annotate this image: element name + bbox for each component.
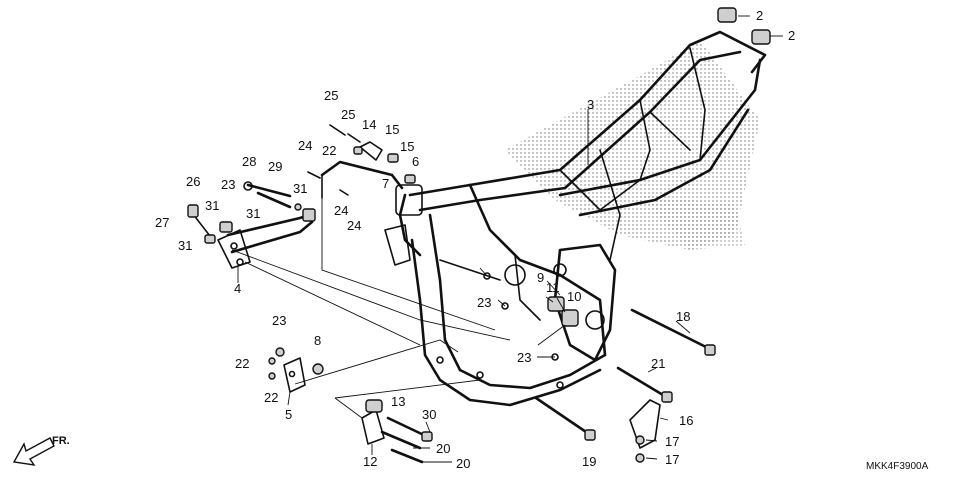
callout-20-b: 20 — [456, 456, 470, 471]
rubber-cushion-parts — [717, 7, 771, 45]
callout-25-a: 25 — [324, 88, 338, 103]
lower-bracket-assembly — [361, 399, 433, 464]
callout-16: 16 — [679, 413, 693, 428]
callout-25-b: 25 — [341, 107, 355, 122]
callout-22-b: 22 — [235, 356, 249, 371]
callout-14: 14 — [362, 117, 376, 132]
through-bolts — [534, 308, 716, 441]
callout-labels: 2 2 3 4 5 6 7 8 9 10 11 12 13 14 15 15 1… — [155, 8, 795, 471]
callout-31-a: 31 — [293, 181, 307, 196]
callout-22-a: 22 — [322, 143, 336, 158]
callout-17-a: 17 — [665, 434, 679, 449]
main-frame — [384, 30, 767, 407]
callout-12: 12 — [363, 454, 377, 469]
callout-5: 5 — [285, 407, 292, 422]
cushion-part-a — [717, 7, 737, 23]
frame-shading — [505, 40, 760, 250]
callout-4: 4 — [234, 281, 241, 296]
callout-8: 8 — [314, 333, 321, 348]
callout-24-c: 24 — [347, 218, 361, 233]
callout-3: 3 — [587, 97, 594, 112]
callout-31-d: 31 — [178, 238, 192, 253]
callout-10: 10 — [567, 289, 581, 304]
rear-plate-assembly — [629, 399, 661, 463]
callout-15-b: 15 — [400, 139, 414, 154]
callout-18: 18 — [676, 309, 690, 324]
callout-9: 9 — [537, 270, 544, 285]
cushion-part-b — [751, 29, 771, 45]
leader-lines — [231, 15, 783, 463]
stay-bracket-assembly — [307, 124, 416, 199]
callout-15-a: 15 — [385, 122, 399, 137]
callout-23-d: 23 — [517, 350, 531, 365]
callout-27: 27 — [155, 215, 169, 230]
callout-20-a: 20 — [436, 441, 450, 456]
reference-code: MKK4F3900A — [866, 461, 929, 472]
callout-28: 28 — [242, 154, 256, 169]
callout-31-b: 31 — [205, 198, 219, 213]
callout-2-a: 2 — [756, 8, 763, 23]
callout-30: 30 — [422, 407, 436, 422]
callout-22-c: 22 — [264, 390, 278, 405]
callout-21: 21 — [651, 356, 665, 371]
callout-11: 11 — [546, 280, 560, 295]
front-arrow-icon — [12, 437, 55, 466]
callout-23-c: 23 — [477, 295, 491, 310]
front-direction-indicator: FR. — [12, 435, 70, 466]
front-label: FR. — [52, 435, 70, 447]
callout-13: 13 — [391, 394, 405, 409]
hanger-bracket-assembly — [268, 347, 324, 393]
callout-26: 26 — [186, 174, 200, 189]
callout-7: 7 — [382, 176, 389, 191]
front-bracket-assembly — [187, 181, 316, 269]
callout-29: 29 — [268, 159, 282, 174]
callout-24-a: 24 — [298, 138, 312, 153]
callout-19: 19 — [582, 454, 596, 469]
callout-23-b: 23 — [272, 313, 286, 328]
callout-2-b: 2 — [788, 28, 795, 43]
callout-31-c: 31 — [246, 206, 260, 221]
callout-17-b: 17 — [665, 452, 679, 467]
callout-23-a: 23 — [221, 177, 235, 192]
callout-6: 6 — [412, 154, 419, 169]
callout-24-b: 24 — [334, 203, 348, 218]
